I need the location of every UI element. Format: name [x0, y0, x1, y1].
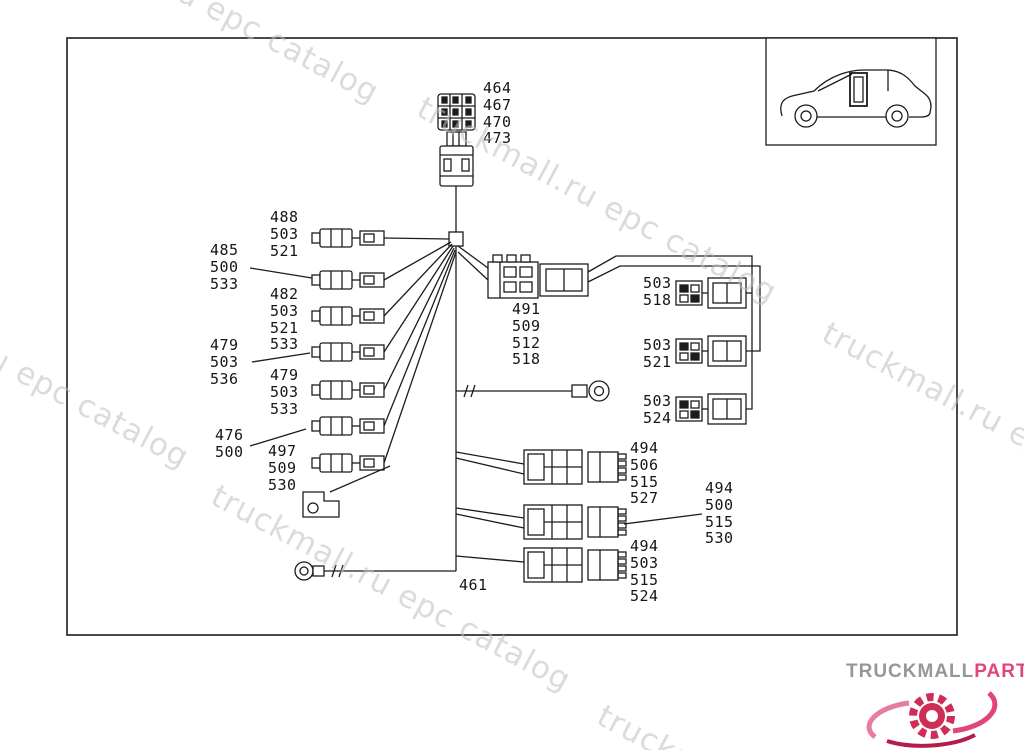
logo-brand-text: TRUCKMALL	[846, 661, 975, 682]
left-connector-7	[311, 251, 457, 473]
label-485-500-533: 485 500 533	[210, 241, 239, 293]
left-connector-1	[311, 228, 450, 248]
bottom-connector-1	[455, 449, 627, 485]
left-connector-6	[311, 249, 456, 436]
label-491-509-512-518: 491 509 512 518	[512, 300, 541, 369]
relay-connector-3	[675, 393, 747, 425]
relay-connector-2	[675, 335, 747, 367]
label-503-524: 503 524	[643, 392, 672, 427]
left-connector-2	[311, 241, 452, 290]
logo-suffix-text: PARTS	[974, 661, 1024, 682]
bottom-connector-2	[455, 504, 627, 540]
part-location-marker	[849, 72, 868, 107]
label-461: 461	[459, 576, 488, 594]
label-479-503-533: 479 503 533	[270, 366, 299, 418]
label-503-521: 503 521	[643, 336, 672, 371]
label-479-503-536: 479 503 536	[210, 336, 239, 388]
label-476-500: 476 500	[215, 426, 244, 461]
left-connector-4	[311, 245, 454, 362]
relay-socket-top	[457, 245, 589, 299]
right-bus-wires	[587, 255, 761, 410]
ring-terminal-right	[456, 380, 610, 402]
top-connector	[437, 93, 476, 187]
harness-trunk	[448, 186, 464, 571]
label-464-467-470-473: 464 467 470 473	[483, 79, 512, 148]
bottom-connector-3	[455, 547, 627, 583]
label-482-503-521-533: 482 503 521 533	[270, 285, 299, 354]
leader-lines	[249, 267, 703, 525]
label-494-500-515-530: 494 500 515 530	[705, 479, 734, 548]
car-locator	[765, 37, 937, 146]
left-connector-3	[311, 243, 453, 326]
label-488-503-521: 488 503 521	[270, 208, 299, 260]
ring-terminal-bottom	[294, 561, 456, 581]
mounting-bracket	[302, 465, 391, 518]
logo-gear-icon	[866, 691, 998, 748]
label-497-509-530: 497 509 530	[268, 442, 297, 494]
diagram-border	[66, 37, 958, 636]
left-connector-5	[311, 247, 455, 400]
brand-logo: TRUCKMALLPARTS	[846, 661, 1024, 750]
label-503-518: 503 518	[643, 274, 672, 309]
relay-connector-1	[675, 277, 747, 309]
label-494-506-515-527: 494 506 515 527	[630, 439, 659, 508]
label-494-503-515-524: 494 503 515 524	[630, 537, 659, 606]
